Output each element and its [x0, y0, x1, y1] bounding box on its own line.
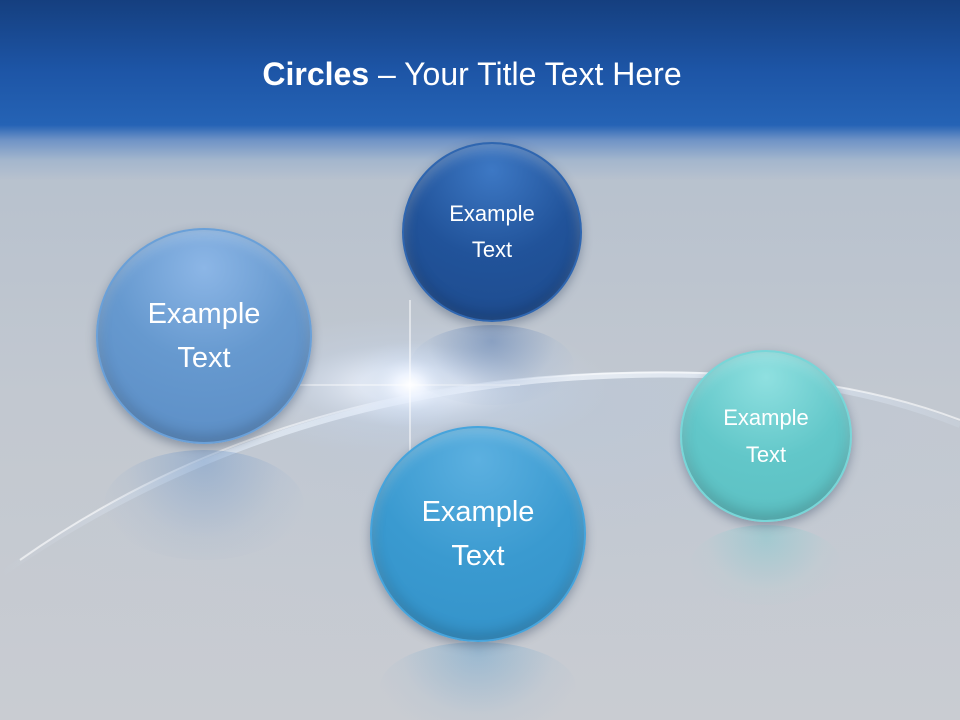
slide-title-bold: Circles — [262, 56, 370, 92]
circle-reflection — [380, 642, 576, 720]
circle-bottom-center[interactable]: Example Text — [370, 426, 586, 642]
circle-label: Example Text — [147, 298, 261, 374]
circle-right-teal[interactable]: Example Text — [680, 350, 852, 522]
circle-reflection — [690, 525, 842, 605]
circle-label: Example Text — [723, 405, 809, 467]
circle-top-center[interactable]: Example Text — [402, 142, 582, 322]
circle-reflection — [104, 450, 304, 560]
circle-label: Example Text — [449, 201, 535, 262]
circle-large-left[interactable]: Example Text — [96, 228, 312, 444]
slide-title: Circles – Your Title Text Here — [0, 52, 944, 96]
slide-title-rest: – Your Title Text Here — [369, 56, 682, 92]
circle-label: Example Text — [421, 496, 535, 572]
circle-reflection — [410, 325, 574, 405]
